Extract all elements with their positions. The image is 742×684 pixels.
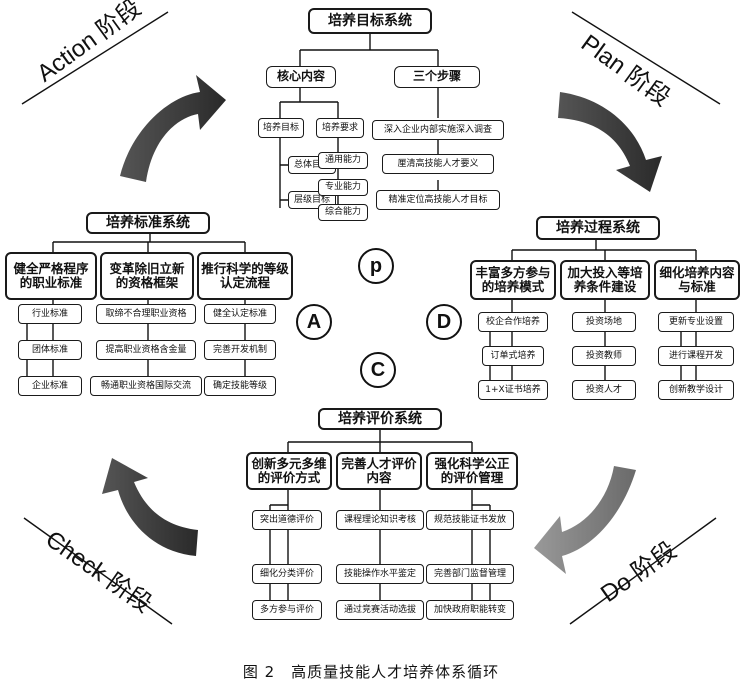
a-circle: A xyxy=(296,304,332,340)
requirement-item: 综合能力 xyxy=(318,204,368,221)
requirement-item: 通用能力 xyxy=(318,152,368,169)
step-item: 厘清高技能人才要义 xyxy=(382,154,494,174)
p-circle: p xyxy=(358,248,394,284)
standards-item: 畅通职业资格国际交流 xyxy=(90,376,202,396)
title-goal-system: 培养目标系统 xyxy=(308,8,432,34)
standards-system-title: 培养标准系统 xyxy=(86,212,210,234)
evaluation-item: 突出道德评价 xyxy=(252,510,322,530)
evaluation-item: 技能操作水平鉴定 xyxy=(336,564,424,584)
process-col-head: 加大投入等培 养条件建设 xyxy=(560,260,650,300)
process-item: 进行课程开发 xyxy=(658,346,734,366)
evaluation-item: 加快政府职能转变 xyxy=(426,600,514,620)
evaluation-item: 细化分类评价 xyxy=(252,564,322,584)
process-item: 投资教师 xyxy=(572,346,636,366)
evaluation-item: 通过竞赛活动选拔 xyxy=(336,600,424,620)
evaluation-item: 课程理论知识考核 xyxy=(336,510,424,530)
evaluation-col-head: 完善人才评价 内容 xyxy=(336,452,422,490)
d-circle: D xyxy=(426,304,462,340)
evaluation-item: 多方参与评价 xyxy=(252,600,322,620)
process-system-title: 培养过程系统 xyxy=(536,216,660,240)
process-item: 订单式培养 xyxy=(482,346,544,366)
process-item: 更新专业设置 xyxy=(658,312,734,332)
core-content-box: 核心内容 xyxy=(266,66,336,88)
figure-caption: 图 2 高质量技能人才培养体系循环 xyxy=(242,663,500,681)
evaluation-col-head: 创新多元多维 的评价方式 xyxy=(246,452,332,490)
evaluation-col-head: 强化科学公正 的评价管理 xyxy=(426,452,518,490)
check-arrow-icon xyxy=(102,458,198,556)
c-circle: C xyxy=(360,352,396,388)
standards-item: 提高职业资格含金量 xyxy=(96,340,196,360)
do-arrow-icon xyxy=(534,466,636,574)
evaluation-item: 完善部门监督管理 xyxy=(426,564,514,584)
standards-col-head: 推行科学的等级 认定流程 xyxy=(197,252,293,300)
action-arrow-icon xyxy=(120,75,226,182)
requirement-item: 专业能力 xyxy=(318,179,368,196)
plan-stage-line xyxy=(571,11,721,105)
standards-col-head: 健全严格程序 的职业标准 xyxy=(5,252,97,300)
standards-item: 确定技能等级 xyxy=(204,376,276,396)
process-item: 投资人才 xyxy=(572,380,636,400)
standards-item: 健全认定标准 xyxy=(204,304,276,324)
standards-col-head: 变革除旧立新 的资格框架 xyxy=(100,252,194,300)
standards-item: 完善开发机制 xyxy=(204,340,276,360)
process-item: 1+X证书培养 xyxy=(478,380,548,400)
process-item: 创新教学设计 xyxy=(658,380,734,400)
process-item: 投资场地 xyxy=(572,312,636,332)
goal-box: 培养目标 xyxy=(258,118,304,138)
standards-item: 取缔不合理职业资格 xyxy=(96,304,196,324)
process-col-head: 丰富多方参与 的培养模式 xyxy=(470,260,556,300)
step-item: 精准定位高技能人才目标 xyxy=(376,190,500,210)
three-steps-box: 三个步骤 xyxy=(394,66,480,88)
requirement-box: 培养要求 xyxy=(316,118,364,138)
plan-arrow-icon xyxy=(558,92,662,192)
step-item: 深入企业内部实施深入调查 xyxy=(372,120,504,140)
standards-item: 团体标准 xyxy=(18,340,82,360)
do-stage-line xyxy=(569,517,717,625)
action-stage-line xyxy=(21,11,169,105)
evaluation-system-title: 培养评价系统 xyxy=(318,408,442,430)
evaluation-item: 规范技能证书发放 xyxy=(426,510,514,530)
process-item: 校企合作培养 xyxy=(478,312,548,332)
standards-item: 企业标准 xyxy=(18,376,82,396)
standards-item: 行业标准 xyxy=(18,304,82,324)
check-stage-line xyxy=(23,517,173,625)
process-col-head: 细化培养内容 与标准 xyxy=(654,260,740,300)
